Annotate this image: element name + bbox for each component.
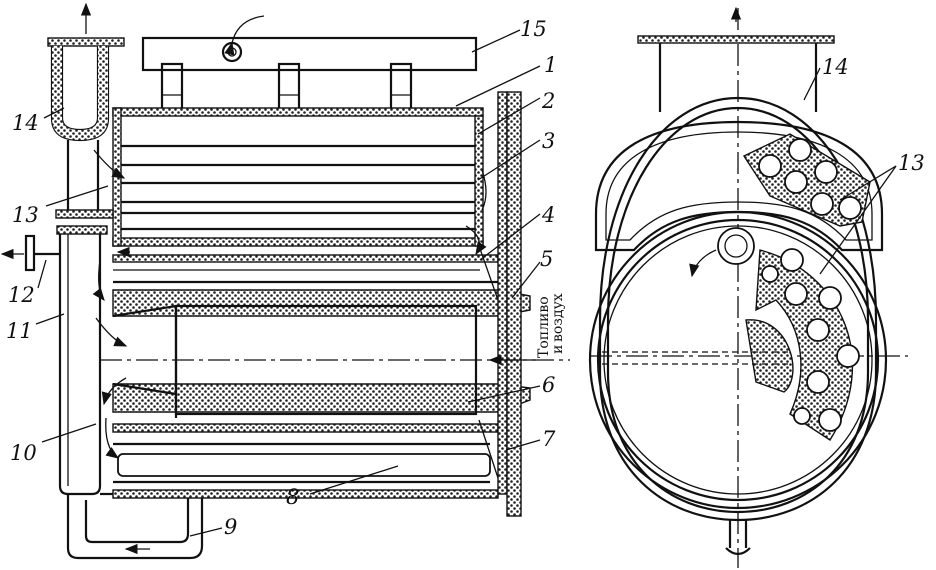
leader-lines [35, 29, 541, 537]
air-label: воздух [550, 293, 566, 342]
callout-13-cross: 13 [898, 151, 925, 175]
callout-12: 12 [8, 283, 35, 307]
upper-loop [594, 120, 884, 252]
fuel-air-label: Топливо и воздух [536, 293, 566, 358]
drum-shell [588, 210, 888, 510]
callout-3: 3 [542, 129, 555, 153]
and-label: и [550, 345, 566, 354]
downcomer-ring [717, 227, 755, 265]
main-tube-arc [745, 248, 860, 441]
front-flange [506, 91, 522, 517]
upper-shell-bottom [112, 237, 484, 247]
upper-tube-cluster [742, 133, 871, 227]
lower-tube-bank [113, 442, 491, 484]
callout-8: 8 [286, 485, 299, 509]
callout-6: 6 [542, 373, 555, 397]
outer-casing [598, 96, 878, 522]
steam-outlet-ring [221, 41, 243, 63]
callout-9: 9 [224, 515, 237, 539]
callout-1: 1 [544, 53, 557, 77]
callout-4: 4 [541, 203, 555, 227]
upper-shell-top [112, 107, 484, 117]
callout-7: 7 [542, 427, 556, 451]
outlet-arrow [224, 15, 265, 56]
collector-box [141, 36, 478, 72]
nozzles [160, 62, 413, 114]
cross-section [588, 6, 908, 568]
callout-14-cross: 14 [822, 55, 849, 79]
callout-15: 15 [520, 17, 547, 41]
callout-5: 5 [540, 247, 553, 271]
callout-11: 11 [6, 319, 33, 343]
upper-tube-bank [121, 144, 475, 231]
callout-2: 2 [541, 89, 555, 113]
front-plate [497, 91, 508, 495]
callout-10: 10 [10, 441, 37, 465]
fuel-label: Топливо [536, 296, 552, 358]
left-collector [0, 2, 487, 560]
callout-numbers: 1 2 3 4 5 6 7 8 9 10 11 12 13 14 15 13 1… [6, 17, 925, 539]
callout-13: 13 [12, 203, 39, 227]
longitudinal-section: Топливо и воздух [0, 2, 570, 560]
callout-14: 14 [12, 111, 39, 135]
